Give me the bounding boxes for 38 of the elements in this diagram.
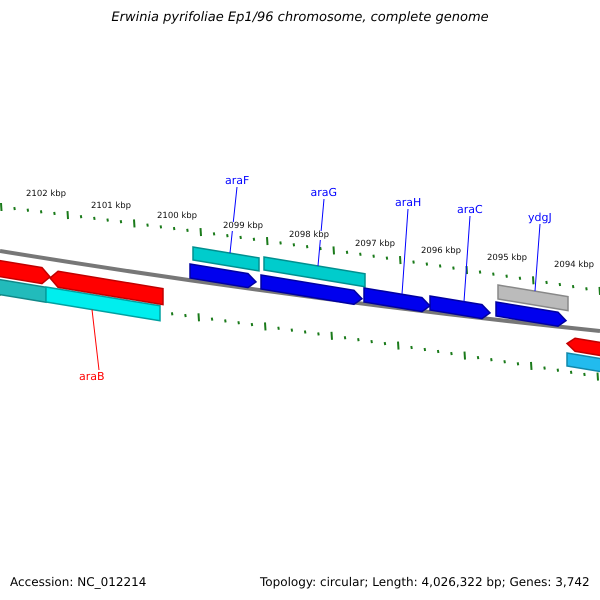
gene-label: araG — [310, 187, 338, 198]
gene-bar — [566, 352, 600, 374]
leader-line — [92, 309, 100, 370]
title: Erwinia pyrifoliae Ep1/96 chromosome, complete genome — [110, 11, 490, 24]
leader-line — [230, 186, 238, 254]
gene-bar — [497, 284, 569, 312]
leader-line — [534, 224, 540, 292]
gene-feature — [260, 274, 364, 306]
gene-feature — [0, 258, 52, 284]
gene-bar — [263, 256, 366, 288]
gene-label: araB — [79, 371, 105, 382]
leader-line — [402, 208, 408, 295]
scale-label: 2101 kbp — [90, 202, 132, 210]
footer-text: Accession: NC_012214 — [10, 576, 146, 588]
gene-feature — [189, 263, 258, 288]
gene-label: ydgJ — [528, 212, 552, 223]
gene-feature — [566, 338, 600, 358]
gene-bar — [0, 277, 47, 304]
scale-label: 2094 kbp — [553, 261, 596, 270]
gene-feature — [363, 287, 432, 312]
gene-label: araC — [457, 204, 483, 215]
gene-label: araF — [225, 175, 250, 186]
scale-label: 2099 kbp — [222, 222, 264, 230]
gene-label: araH — [395, 197, 422, 208]
scale-label: 2095 kbp — [486, 254, 528, 262]
gene-bar — [192, 246, 260, 272]
gene-feature — [429, 295, 492, 320]
footer-text: Topology: circular; Length: 4,026,322 bp; Genes: 3,742 — [260, 576, 590, 588]
scale-label: 2096 kbp — [420, 247, 462, 256]
leader-line — [318, 198, 324, 266]
scale-label: 2097 kbp — [354, 240, 396, 248]
scale-label: 2098 kbp — [288, 231, 330, 240]
gene-feature — [48, 270, 164, 306]
leader-line — [464, 216, 470, 302]
gene-feature — [495, 301, 568, 327]
scale-label: 2100 kbp — [156, 212, 198, 220]
gene-bar — [45, 286, 161, 322]
scale-label: 2102 kbp — [25, 190, 68, 198]
